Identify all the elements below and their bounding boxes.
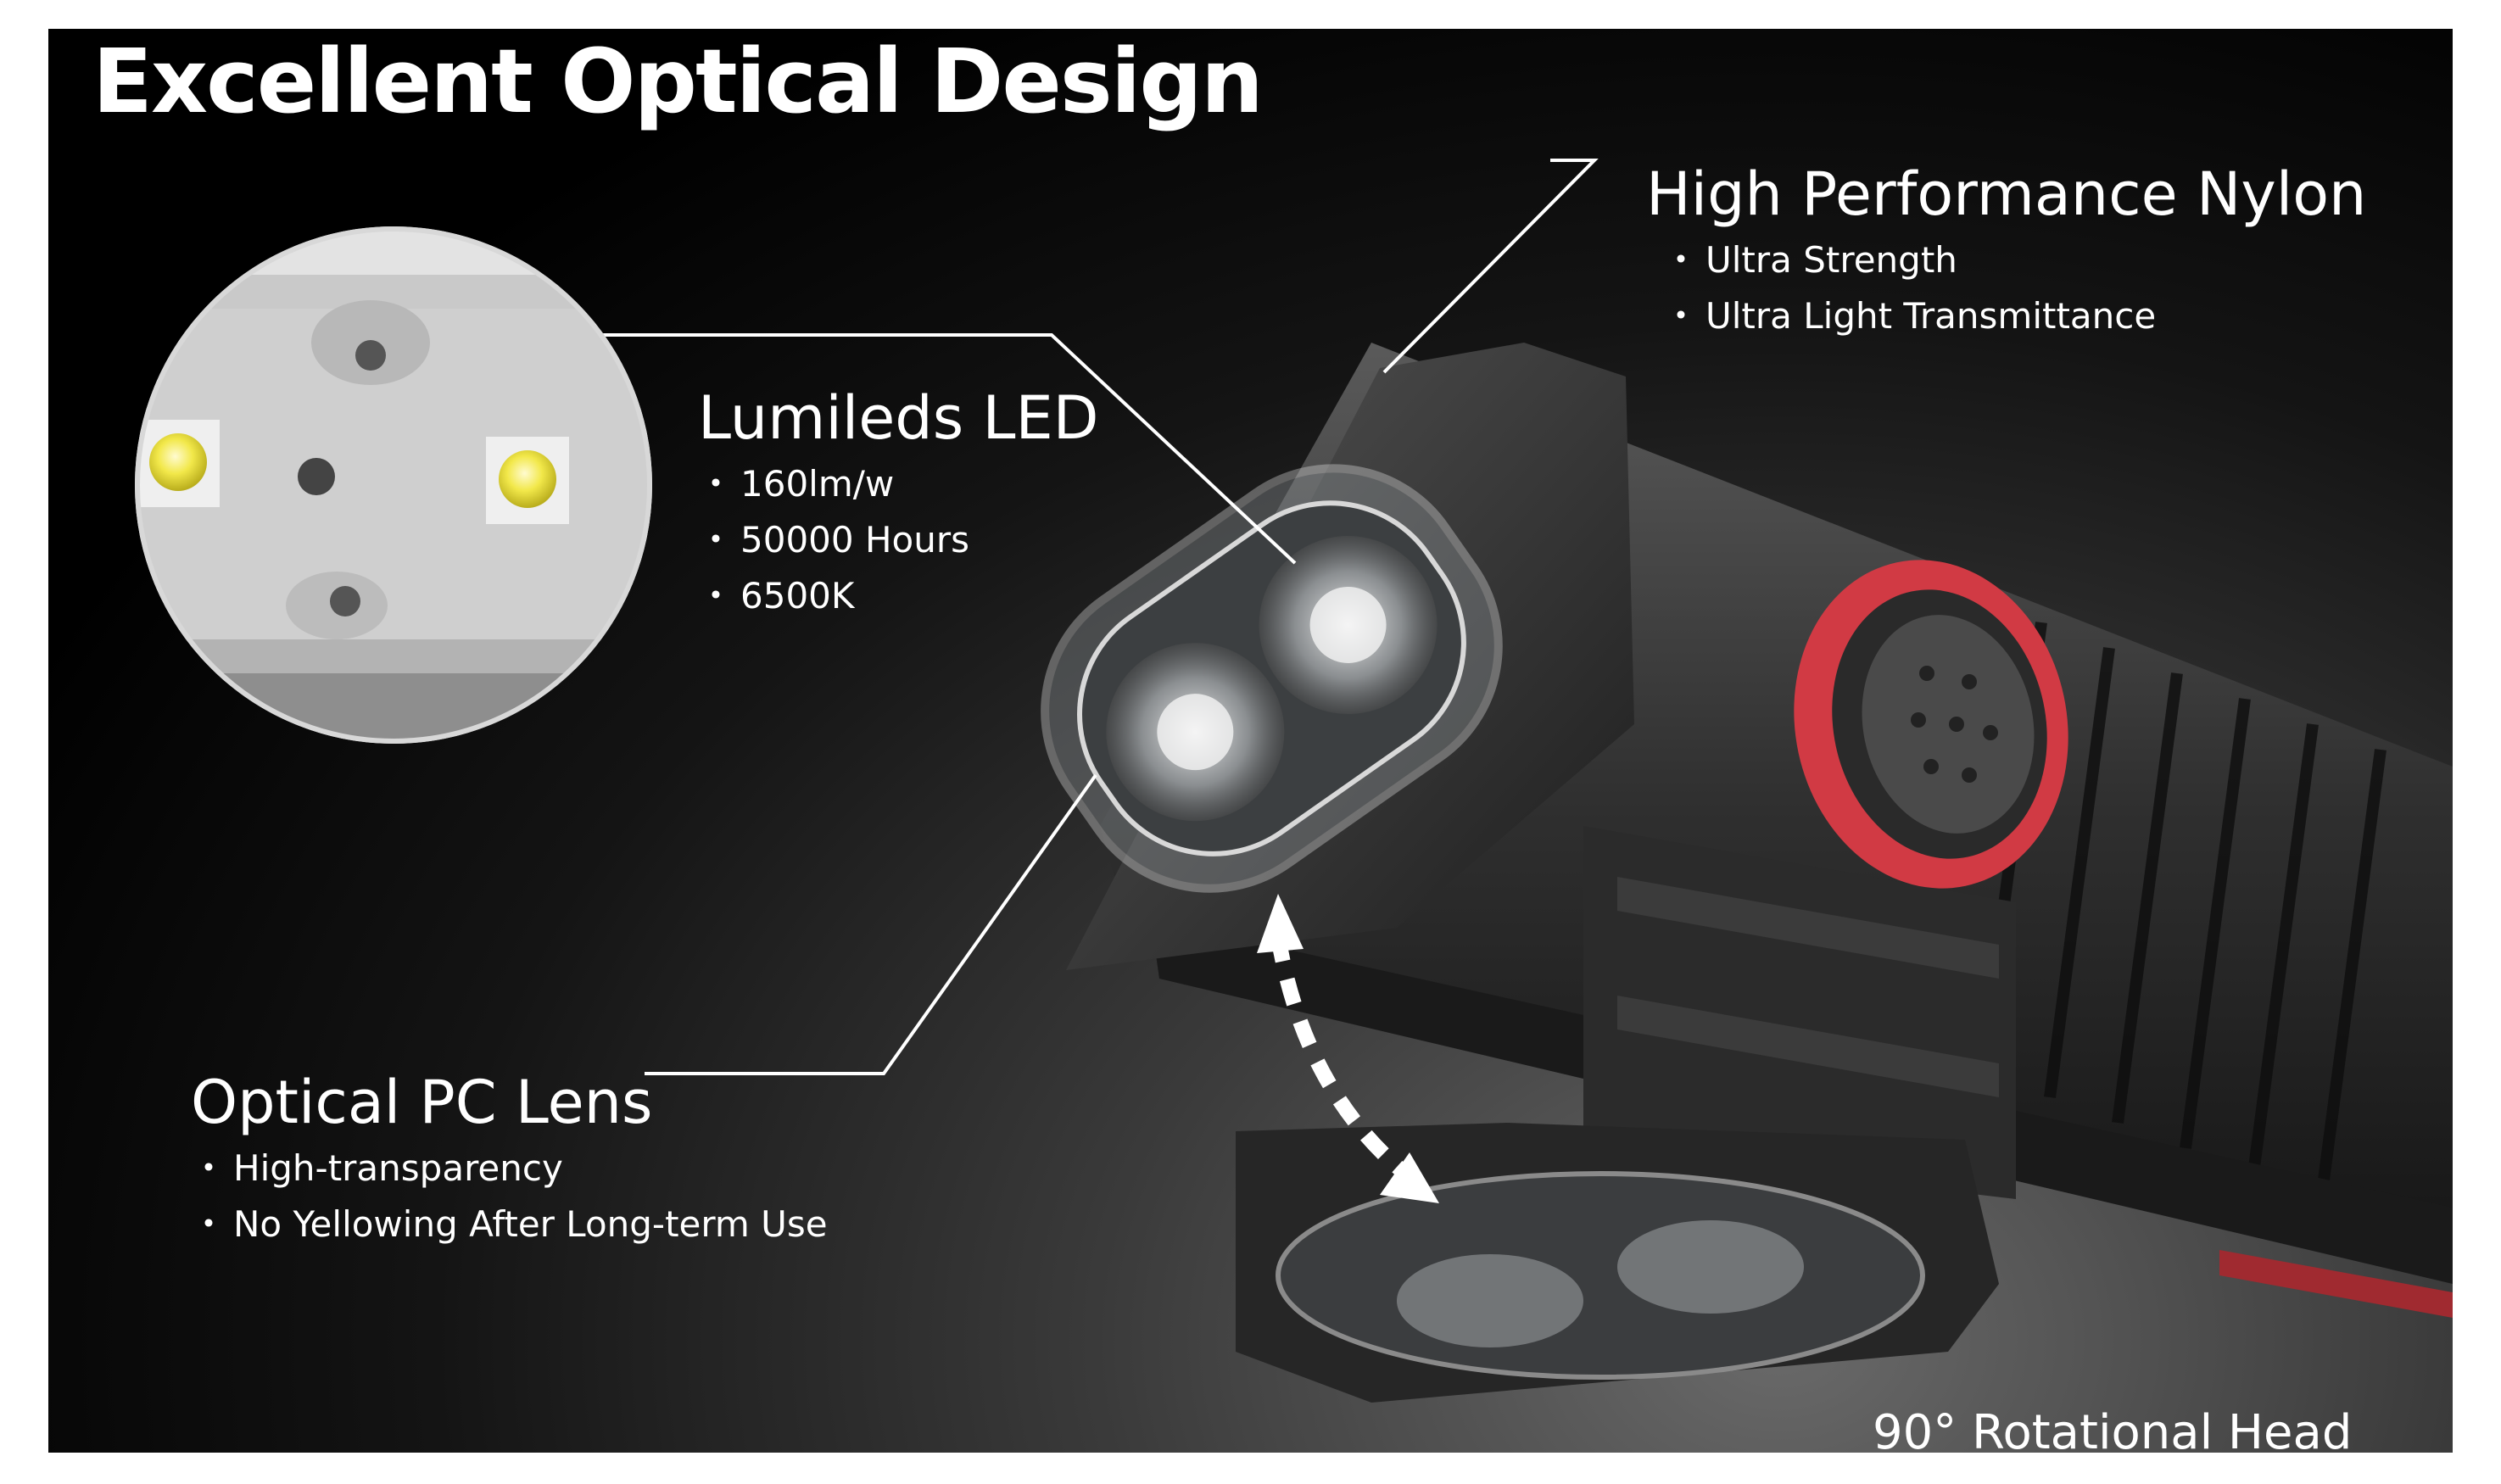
power-button-icon xyxy=(1794,560,2068,889)
page-title: Excellent Optical Design xyxy=(92,30,1264,133)
spec-item: ・Ultra Strength xyxy=(1663,239,1957,281)
spec-item: ・6500K xyxy=(698,575,855,616)
callout-lines xyxy=(570,159,1599,1075)
nylon-specs: ・Ultra Strength ・Ultra Light Transmittan… xyxy=(1646,243,2366,334)
lumileds-led-callout: Lumileds LED ・160lm/w ・50000 Hours ・6500… xyxy=(698,388,1099,634)
spec-item: ・No Yellowing After Long-term Use xyxy=(191,1203,828,1245)
flashlight-head-lower xyxy=(1236,1123,1999,1403)
nylon-heading: High Performance Nylon xyxy=(1646,159,2367,229)
spec-item: ・High-transparency xyxy=(191,1147,563,1189)
led-chip-icon xyxy=(137,418,221,509)
flashlight-head-upper xyxy=(1041,343,1634,970)
spec-item: ・50000 Hours xyxy=(698,519,970,561)
nylon-callout: High Performance Nylon ・Ultra Strength ・… xyxy=(1646,165,2366,354)
spec-item: ・Ultra Light Transmittance xyxy=(1663,295,2157,337)
lumileds-led-specs: ・160lm/w ・50000 Hours ・6500K xyxy=(698,466,1099,614)
lumileds-led-heading: Lumileds LED xyxy=(698,383,1099,453)
flashlight-illustration xyxy=(135,159,2453,1403)
led-zoom-inset xyxy=(135,226,652,744)
rotation-label: 90° Rotational Head xyxy=(1873,1405,2353,1453)
pc-lens-heading: Optical PC Lens xyxy=(191,1068,653,1137)
led-chip-icon xyxy=(484,435,571,526)
spec-item: ・160lm/w xyxy=(698,463,895,505)
product-scene: Excellent Optical Design Lumileds LED ・1… xyxy=(48,29,2453,1453)
pc-lens-callout: Optical PC Lens ・High-transparency ・No Y… xyxy=(191,1073,828,1263)
rotation-arrow-icon xyxy=(1257,894,1439,1203)
pc-lens-specs: ・High-transparency ・No Yellowing After L… xyxy=(191,1151,828,1242)
